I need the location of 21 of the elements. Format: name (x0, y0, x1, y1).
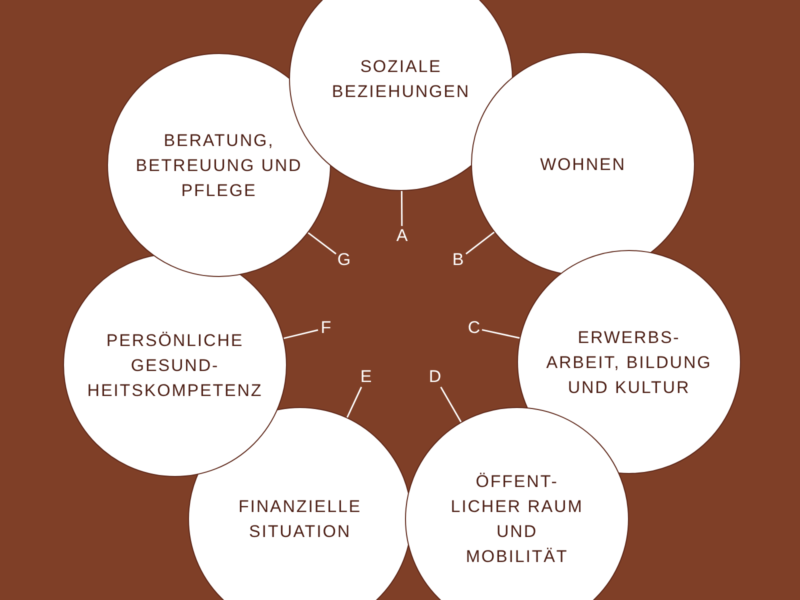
topic-label: ÖFFENT- LICHER RAUM UND MOBILITÄT (450, 471, 584, 568)
callout-letter: C (466, 318, 482, 338)
callout-letter: E (358, 367, 374, 387)
topic-label: WOHNEN (540, 154, 626, 176)
leader-line (346, 386, 362, 418)
topic-label: SOZIALE BEZIEHUNGEN (332, 56, 470, 103)
topic-label: ERWERBS- ARBEIT, BILDUNG UND KULTUR (546, 326, 712, 398)
topic-label: FINANZIELLE SITUATION (238, 496, 362, 543)
topic-label: BERATUNG, BETREUUNG UND PFLEGE (136, 130, 302, 202)
callout-letter: B (450, 250, 466, 270)
callout-letter: A (394, 226, 410, 246)
leader-line (400, 191, 403, 226)
callout-letter: G (336, 250, 352, 270)
callout-letter: F (318, 318, 334, 338)
leader-line (466, 232, 495, 254)
topic-label: PERSÖNLICHE GESUND- HEITSKOMPETENZ (87, 330, 263, 402)
leader-line (482, 329, 520, 339)
callout-letter: D (427, 367, 443, 387)
leader-line (284, 329, 318, 340)
leader-line (308, 232, 336, 254)
leader-line (440, 386, 462, 422)
